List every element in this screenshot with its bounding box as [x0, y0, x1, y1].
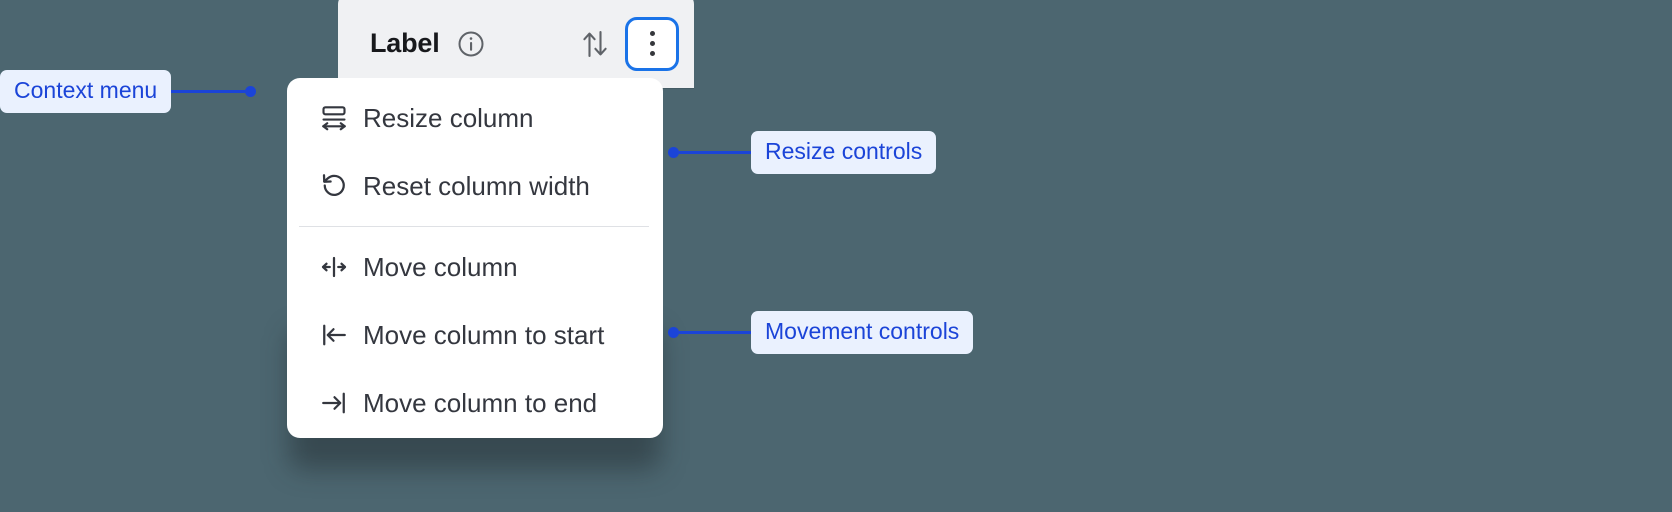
menu-item-resize-column[interactable]: Resize column [287, 84, 663, 152]
menu-item-move-column-to-end[interactable]: Move column to end [287, 369, 663, 437]
info-circle-icon[interactable] [456, 29, 486, 59]
column-options-button[interactable] [628, 19, 676, 68]
menu-item-reset-column-width[interactable]: Reset column width [287, 152, 663, 220]
annotation-dot [668, 147, 679, 158]
annotation-label: Movement controls [751, 311, 974, 354]
move-to-start-icon [319, 320, 353, 350]
annotation-movement-controls: Movement controls [668, 311, 974, 354]
annotation-label: Resize controls [751, 131, 937, 174]
menu-item-label: Reset column width [363, 171, 590, 201]
annotation-dot [668, 327, 679, 338]
more-vertical-icon [649, 31, 655, 36]
menu-item-label: Move column to start [363, 320, 605, 350]
annotation-label: Context menu [0, 70, 172, 113]
resize-column-icon [319, 103, 353, 133]
move-to-end-icon [319, 388, 353, 418]
reset-width-icon [319, 171, 353, 201]
annotation-context-menu: Context menu [0, 70, 257, 113]
menu-item-label: Resize column [363, 103, 534, 133]
menu-item-move-column[interactable]: Move column [287, 233, 663, 301]
menu-item-label: Move column [363, 252, 518, 282]
more-vertical-icon [649, 41, 655, 46]
page-title: Label [370, 27, 440, 58]
annotation-connector [171, 90, 246, 93]
menu-item-label: Move column to end [363, 388, 598, 418]
context-menu: Resize column Reset column width [287, 78, 663, 438]
column-header: Label [338, 0, 694, 88]
sort-arrows-icon[interactable] [578, 26, 612, 62]
annotation-resize-controls: Resize controls [668, 131, 937, 174]
more-vertical-icon [649, 51, 655, 56]
annotation-connector [679, 331, 751, 334]
annotation-connector [679, 151, 751, 154]
menu-divider [299, 226, 649, 227]
move-column-icon [319, 252, 353, 282]
annotation-dot [245, 86, 257, 97]
menu-item-move-column-to-start[interactable]: Move column to start [287, 301, 663, 369]
